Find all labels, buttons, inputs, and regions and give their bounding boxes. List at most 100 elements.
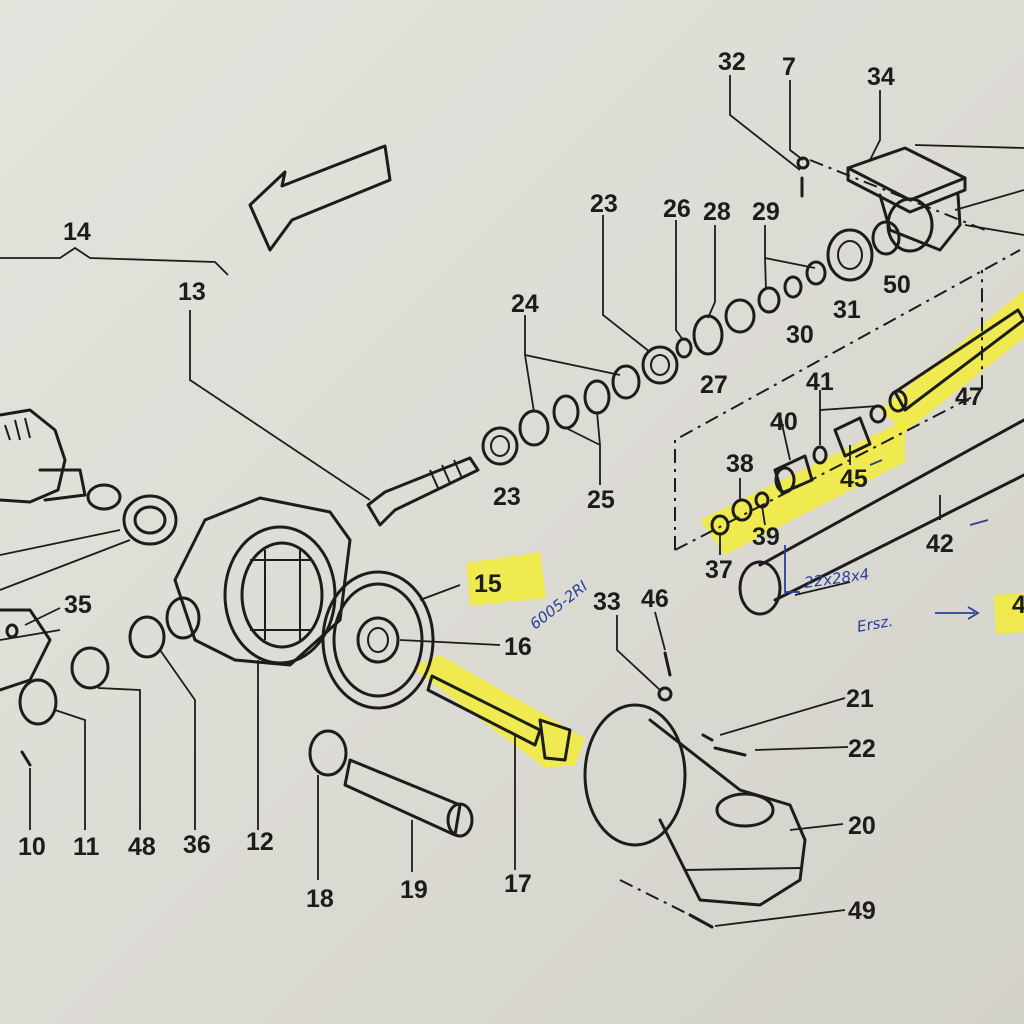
- label-36: 36: [183, 831, 211, 859]
- pen-tick-b: [969, 519, 989, 526]
- label-39: 39: [752, 523, 780, 551]
- part-bolt-46: [663, 651, 672, 677]
- part-tube-42: [738, 418, 1024, 616]
- note-ersatz: Ersz.: [856, 612, 895, 636]
- part-shaft-17: [426, 674, 572, 762]
- bracket-14: [0, 246, 229, 276]
- part-sleeve-45: [833, 416, 872, 458]
- part-shaft-47: [888, 308, 1024, 413]
- label-15: 15: [474, 570, 502, 598]
- label-edge: 4: [1012, 591, 1024, 619]
- assembly-line-mid: [674, 249, 1021, 550]
- label-29: 29: [752, 198, 780, 226]
- part-ring-50: [871, 220, 901, 256]
- label-14: 14: [63, 218, 91, 246]
- part-bushing-40: [773, 454, 814, 495]
- part-bolt-22: [713, 746, 747, 757]
- label-13: 13: [178, 278, 206, 306]
- part-nut-29: [757, 286, 781, 314]
- label-7: 7: [782, 53, 796, 81]
- part-sleeve-27: [692, 314, 724, 356]
- label-23-bottom: 23: [493, 483, 521, 511]
- part-bearing-23-lower: [481, 426, 519, 466]
- label-19: 19: [400, 876, 428, 904]
- part-pinion-shaft-13: [366, 456, 480, 527]
- part-ring-24-upper: [611, 364, 641, 400]
- label-11: 11: [73, 833, 100, 861]
- pen-bracket: [784, 545, 800, 593]
- leader-lines: [0, 215, 941, 927]
- label-47: 47: [955, 383, 983, 411]
- part-gear-31: [826, 228, 874, 282]
- part-35-block: [0, 608, 52, 692]
- note-seal-size: 22x28x4: [803, 565, 870, 592]
- arrow-left-icon: [248, 144, 392, 252]
- label-22: 22: [848, 735, 876, 763]
- part-ring-left: [86, 483, 122, 511]
- part-ring-25-a: [552, 394, 580, 430]
- part-bushing-11: [18, 678, 58, 726]
- part-screw-10: [20, 750, 32, 767]
- label-28: 28: [703, 198, 731, 226]
- label-32: 32: [718, 48, 746, 76]
- label-26: 26: [663, 195, 691, 223]
- label-23-top: 23: [590, 190, 618, 218]
- label-30: 30: [786, 321, 814, 349]
- label-31: 31: [833, 296, 861, 324]
- part-bolt-33: [657, 686, 673, 702]
- label-48: 48: [128, 833, 156, 861]
- part-washer-30: [783, 275, 803, 299]
- part-pin-7: [796, 156, 810, 170]
- part-gear-left: [0, 408, 87, 504]
- part-gasket-15: [321, 570, 435, 710]
- part-housing-34: [846, 146, 967, 253]
- part-labels: 14 13 23 24 23 25 26 28 29 27 30 31 50 3…: [18, 48, 1024, 925]
- label-10: 10: [18, 833, 46, 861]
- label-27: 27: [700, 371, 728, 399]
- part-ring-24-lower: [518, 409, 550, 447]
- label-42: 42: [926, 530, 954, 558]
- part-ring-36: [128, 615, 166, 659]
- highlighter-marks: [412, 290, 1024, 768]
- part-circlip-37: [710, 514, 730, 536]
- part-ring-41b: [869, 404, 887, 424]
- label-38: 38: [726, 450, 754, 478]
- label-25: 25: [587, 486, 615, 514]
- label-24: 24: [511, 290, 539, 318]
- label-12: 12: [246, 828, 274, 856]
- label-18: 18: [306, 885, 334, 913]
- part-bearing-16: [356, 616, 400, 664]
- highlight-row-37-45: [700, 420, 905, 555]
- part-bushing-48: [70, 646, 110, 690]
- part-circlip-18: [308, 729, 348, 777]
- assembly-line-lower: [619, 879, 701, 921]
- assembly-line-upper: [674, 270, 983, 551]
- highlight-edge-4: [994, 593, 1024, 634]
- label-50: 50: [883, 271, 911, 299]
- label-21: 21: [846, 685, 874, 713]
- part-bearing-left: [122, 494, 178, 546]
- label-35: 35: [64, 591, 92, 619]
- part-ring-41a: [812, 445, 828, 465]
- label-40: 40: [770, 408, 798, 436]
- part-ring-25-b: [583, 379, 611, 415]
- label-17: 17: [504, 870, 532, 898]
- label-33: 33: [593, 588, 621, 616]
- part-washer-38: [731, 498, 753, 522]
- label-45: 45: [840, 465, 868, 493]
- part-screw-21: [701, 733, 714, 742]
- part-tube-19: [343, 758, 474, 838]
- part-ring-26: [675, 337, 693, 359]
- label-37: 37: [705, 556, 733, 584]
- part-bearing-23-upper: [641, 345, 679, 385]
- part-housing-20: [583, 703, 807, 907]
- highlight-part-47: [880, 290, 1024, 432]
- label-46: 46: [641, 585, 669, 613]
- highlight-part-17: [412, 655, 585, 768]
- label-41: 41: [806, 368, 834, 396]
- pen-tick-a: [869, 459, 883, 466]
- label-34: 34: [867, 63, 895, 91]
- pen-arrow: [935, 606, 980, 620]
